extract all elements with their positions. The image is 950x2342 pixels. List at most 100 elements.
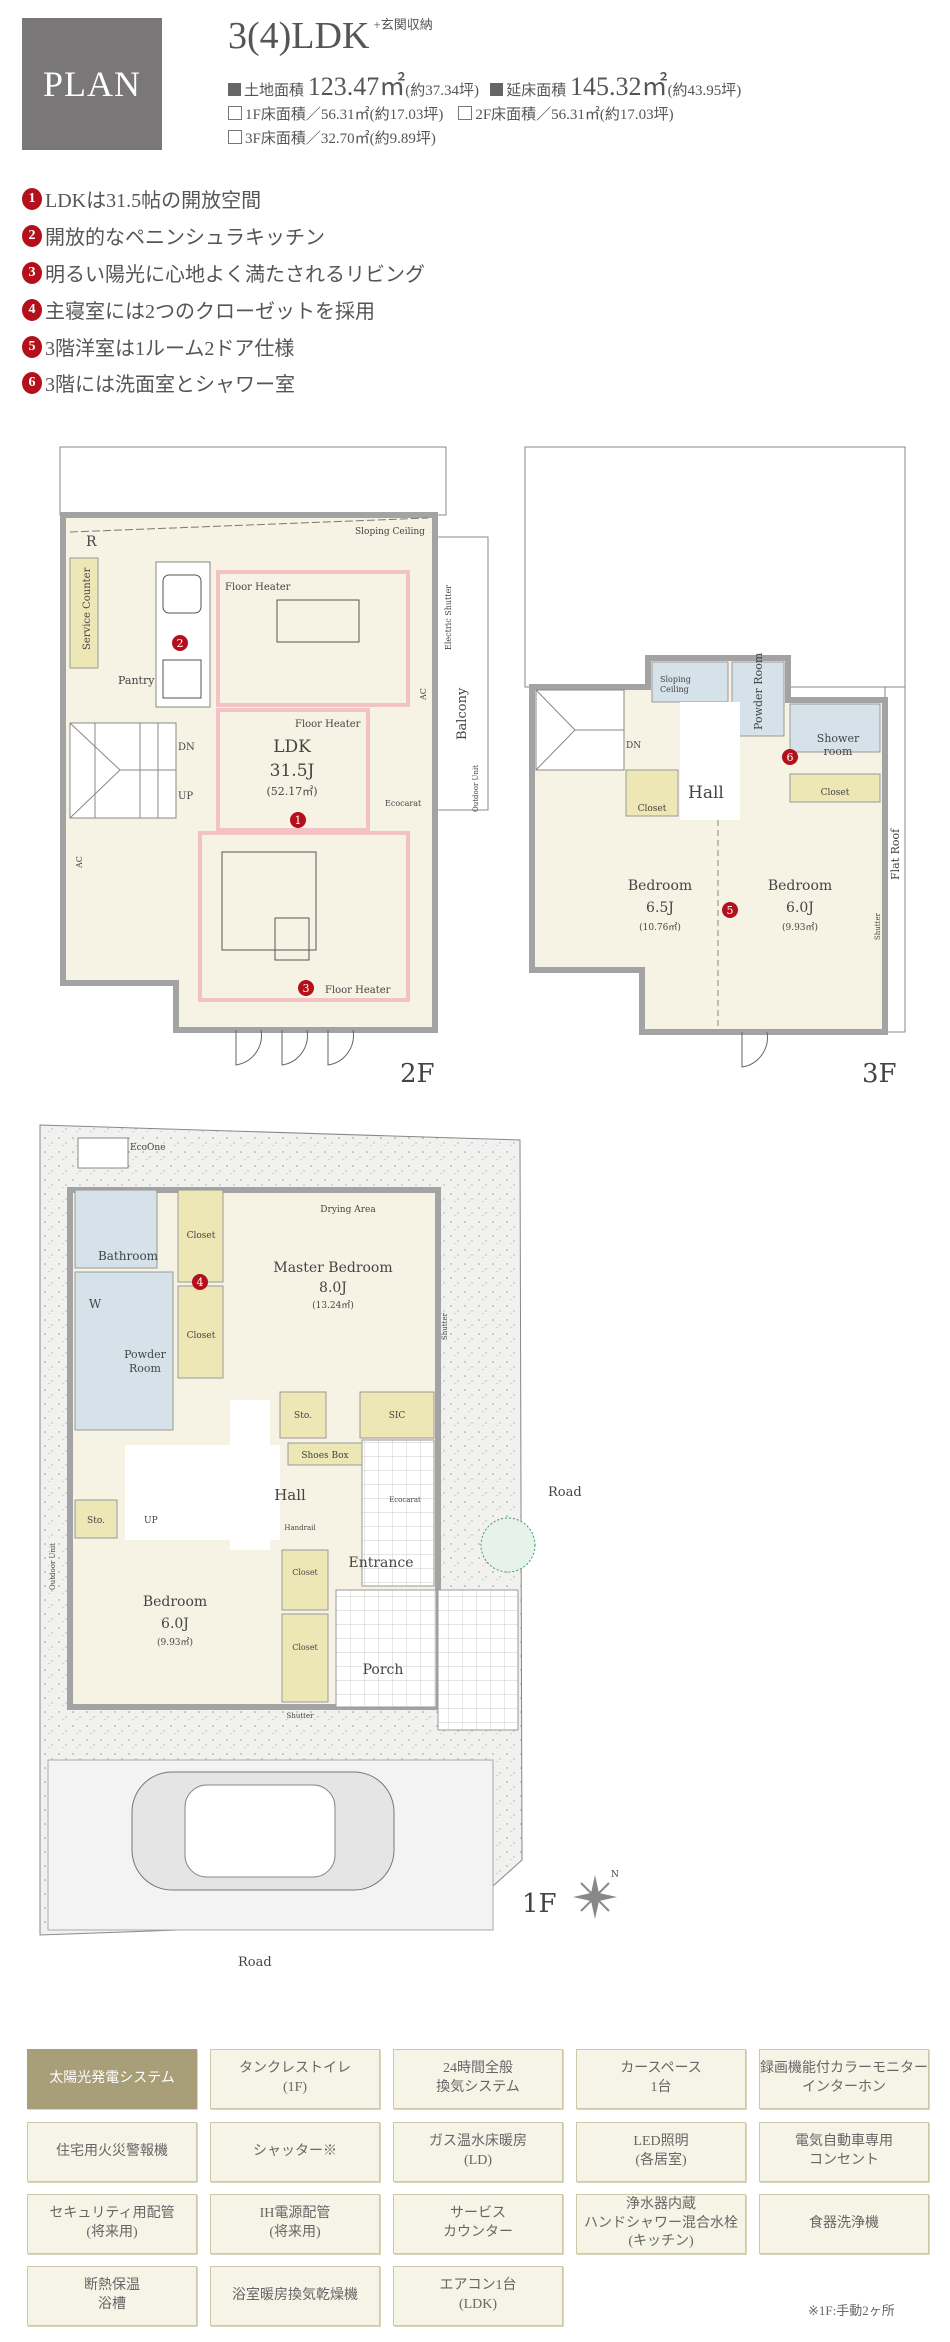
closet-label: Closet — [292, 1568, 318, 1577]
highlight-text: 3階洋室は1ルーム2ドア仕様 — [45, 338, 295, 360]
entrance-label: Entrance — [348, 1555, 413, 1571]
floor-area-tsubo: (約43.95坪) — [667, 83, 742, 99]
shutter-label: Shutter — [874, 912, 882, 940]
hall-label: Hall — [688, 783, 724, 803]
closet-right — [789, 773, 881, 803]
porch-tiles — [335, 1589, 437, 1708]
feature-item: タンクレストイレ (1F) — [210, 2049, 380, 2109]
floor-area-label: 延床面積 — [506, 83, 567, 99]
bathroom-label: Bathroom — [98, 1249, 159, 1263]
floor-heater-ldk — [216, 708, 370, 832]
highlight-text: 開放的なペニンシュラキッチン — [45, 227, 325, 249]
master-size: 8.0J — [319, 1280, 347, 1296]
feature-item: 住宅用火災警報機 — [27, 2122, 197, 2182]
feature-item: カースペース 1台 — [576, 2049, 746, 2109]
storage — [279, 1391, 327, 1439]
sloping-ceiling-label: Sloping Ceiling — [355, 527, 425, 537]
handrail-label: Handrail — [284, 1524, 316, 1532]
badge-1 — [290, 812, 306, 828]
floor-areas-row: 1F床面積／56.31㎡(約17.03坪) 2F床面積／56.31㎡(約17.0… — [228, 103, 674, 124]
shower-room — [789, 703, 881, 753]
badge-5-number: 5 — [727, 904, 734, 917]
pantry-label: Pantry — [118, 674, 155, 687]
hall-floor-2 — [125, 1445, 280, 1540]
powder-room-label: Powder Room — [752, 652, 765, 730]
badge-6 — [782, 749, 798, 765]
svg-text:N: N — [611, 1870, 619, 1880]
roof-outline — [59, 446, 447, 516]
ecoone-label: EcoOne — [130, 1143, 166, 1153]
up-label: UP — [144, 1516, 158, 1526]
sloping-area — [651, 661, 729, 703]
layout-title: 3(4)LDK+玄関収納 — [228, 14, 433, 58]
highlight-text: LDKは31.5帖の開放空間 — [45, 190, 262, 212]
plan-label-box: PLAN — [22, 18, 162, 150]
number-badge: 1 — [22, 187, 42, 210]
storage-stairs — [74, 1499, 118, 1539]
sink-icon — [162, 574, 202, 614]
ldk-area: (52.17㎡) — [266, 785, 317, 798]
number-badge: 3 — [22, 261, 42, 284]
outdoor-unit-label: Outdoor Unit — [472, 765, 480, 812]
feature-item: 太陽光発電システム — [27, 2049, 197, 2109]
ac-label: AC — [419, 688, 428, 701]
floor-plan-3f: Sloping Ceiling DN Hall Closet Powder Ro… — [524, 446, 906, 1089]
powder-room — [74, 1271, 174, 1431]
bedroom-area: (9.93㎡) — [157, 1637, 193, 1648]
closet-upper — [177, 1189, 224, 1283]
sic-label: SIC — [389, 1411, 406, 1421]
kitchen-counter — [155, 561, 211, 708]
dn-label: DN — [178, 742, 195, 753]
hall-label: Hall — [274, 1486, 306, 1504]
compass-icon: N — [573, 1870, 619, 1919]
feature-item: IH電源配管 (将来用) — [210, 2194, 380, 2254]
closet-left — [625, 769, 679, 817]
porch-stairs — [437, 1589, 519, 1731]
ac-label: AC — [75, 856, 84, 869]
feature-item: 録画機能付カラーモニター インターホン — [759, 2049, 929, 2109]
closet-label: Closet — [638, 804, 667, 814]
badge-2 — [172, 635, 188, 651]
feature-item: サービス カウンター — [393, 2194, 563, 2254]
flat-roof-label: Flat Roof — [889, 828, 902, 880]
badge-4-number: 4 — [197, 1276, 204, 1289]
shoes-box-label: Shoes Box — [301, 1451, 348, 1461]
bedroom-label: Bedroom — [143, 1594, 207, 1610]
up-label: UP — [178, 791, 193, 802]
floor-heater-label: Floor Heater — [295, 719, 361, 730]
sic — [359, 1391, 435, 1439]
number-badge: 4 — [22, 298, 42, 321]
master-bedroom-label: Master Bedroom — [273, 1260, 392, 1276]
w-label: W — [89, 1297, 102, 1311]
electric-shutter-label: Electric Shutter — [444, 585, 453, 650]
land-area-value: 123.47㎡ — [307, 72, 406, 101]
tree-icon — [480, 1517, 536, 1573]
door-swings — [235, 1029, 354, 1066]
f1-area: 1F床面積／56.31㎡(約17.03坪) — [245, 107, 444, 123]
filled-square-icon — [490, 83, 504, 96]
feature-item: 浄水器内蔵 ハンドシャワー混合水栓 (キッチン) — [576, 2194, 746, 2254]
closet-bedroom-1 — [281, 1549, 329, 1611]
outdoor-unit-label: Outdoor Unit — [49, 1543, 57, 1590]
bathroom — [74, 1189, 158, 1269]
closet-bedroom-2 — [281, 1613, 329, 1703]
floor-heater-label: Floor Heater — [325, 985, 391, 996]
feature-item: 24時間全般 換気システム — [393, 2049, 563, 2109]
footnote: ※1F:手動2ヶ所 — [808, 2303, 895, 2318]
ecocarat-label: Ecocarat — [385, 799, 422, 808]
floor-3f-label: 3F — [862, 1059, 897, 1089]
ecoone-unit — [77, 1137, 129, 1169]
ecocarat-label: Ecocarat — [389, 1496, 421, 1504]
bedroom-area: (9.93㎡) — [782, 922, 818, 933]
closet-lower — [177, 1285, 224, 1379]
roof-outline — [524, 446, 906, 688]
floor-heater-dining — [216, 570, 410, 707]
floor-areas-row-2: 3F床面積／32.70㎡(約9.89坪) — [228, 127, 436, 148]
service-counter-label: Service Counter — [82, 567, 93, 650]
badge-3 — [298, 980, 314, 996]
door-swing — [741, 1031, 768, 1068]
